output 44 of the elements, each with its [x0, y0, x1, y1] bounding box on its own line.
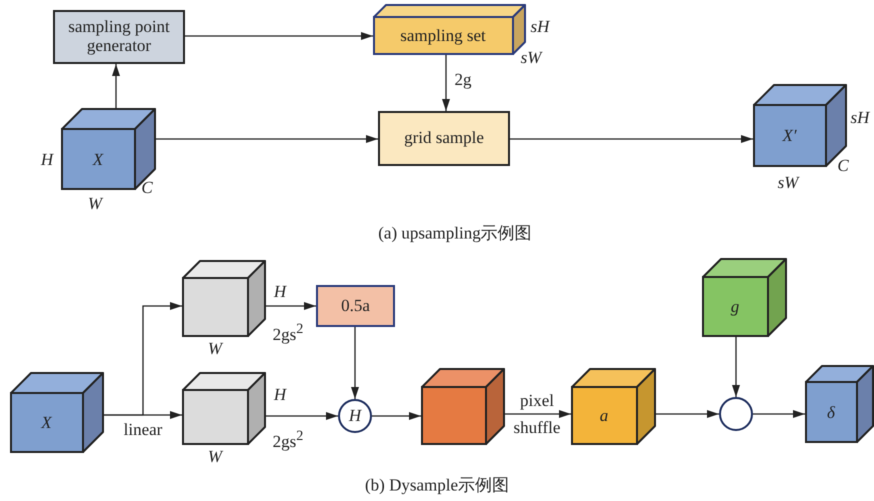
node-label: H [348, 406, 362, 426]
process-box: sampling point generator [53, 10, 185, 64]
dimension-label: C [141, 178, 153, 198]
node-label: δ [827, 402, 835, 422]
process-box: grid sample [378, 111, 510, 166]
dimension-label: W [208, 339, 222, 359]
dimension-label: 2gs$^{2}$ [272, 428, 304, 452]
arrow [442, 55, 450, 111]
node-label: a [600, 406, 608, 426]
arrow [372, 412, 421, 420]
dimension-label: C [837, 156, 849, 176]
caption: (a) upsampling示例图 [378, 222, 532, 244]
node-label: sampling set [400, 26, 486, 46]
dimension-label: sH [850, 108, 870, 128]
arrow [112, 64, 120, 108]
node-label: X′ [782, 126, 797, 146]
arrow [266, 412, 338, 420]
dimension-label: 2gs$^{2}$ [272, 321, 304, 345]
arrow [185, 32, 373, 40]
arrow [753, 410, 805, 418]
arrow [732, 337, 740, 397]
dimension-label: W [208, 447, 222, 467]
node-label: g [730, 297, 740, 317]
dimension-label: sH [530, 17, 550, 37]
arrow [266, 302, 316, 310]
dimension-label: W [88, 194, 102, 214]
arrow [510, 135, 753, 143]
arrow [104, 411, 182, 419]
dimension-label: H [274, 385, 286, 405]
operation-box: 0.5a [316, 285, 395, 327]
edge-label: linear [124, 420, 162, 440]
arrow [505, 410, 571, 418]
dimension-label: H [274, 282, 286, 302]
arrow [156, 135, 378, 143]
edge-label: 2g [454, 70, 472, 90]
node-label: X [41, 413, 52, 433]
dimension-label: sW [778, 173, 798, 193]
edge-label: pixel shuffle [512, 390, 562, 439]
caption: (b) Dysample示例图 [365, 474, 509, 496]
node-label: X [92, 150, 104, 170]
dimension-label: H [40, 150, 54, 170]
arrow [656, 410, 719, 418]
arrow [351, 327, 359, 399]
dimension-label: sW [520, 48, 542, 68]
